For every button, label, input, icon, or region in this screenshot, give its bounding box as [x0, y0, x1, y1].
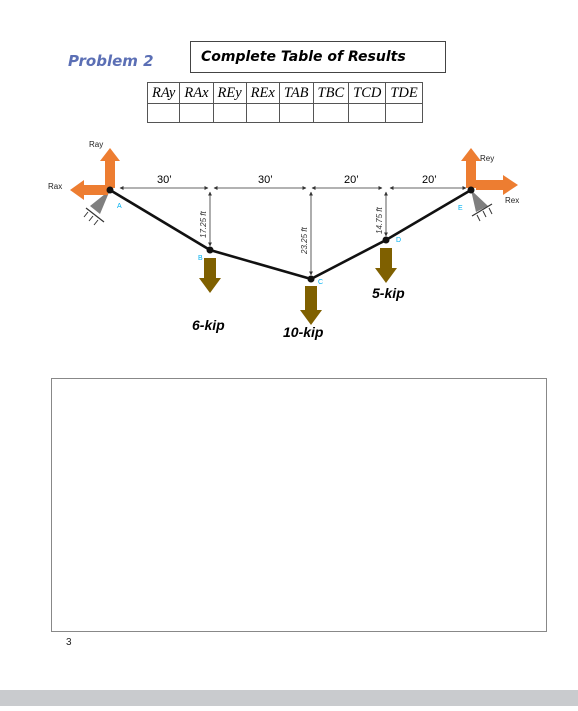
label-rey: Rey	[480, 154, 494, 163]
load-label-b: 6-kip	[192, 317, 225, 333]
span-label-cd: 20’	[344, 174, 359, 186]
load-arrow-d	[375, 248, 397, 283]
value-rey[interactable]	[212, 103, 247, 123]
results-table-title: Complete Table of Results	[190, 41, 446, 73]
height-dimensions	[208, 191, 388, 276]
height-label-b: 17.25 ft	[199, 211, 208, 238]
point-label-d: D	[396, 237, 401, 244]
label-ray: Ray	[89, 140, 103, 149]
value-rax[interactable]	[179, 103, 214, 123]
height-label-c: 23.25 ft	[300, 227, 309, 255]
results-header-row: RAy RAx REy REx TAB TBC TCD TDE	[146, 82, 423, 104]
value-tbc[interactable]	[312, 103, 350, 123]
pin-support-a	[83, 190, 110, 226]
load-label-d: 5-kip	[372, 285, 405, 301]
point-label-a: A	[117, 203, 122, 210]
label-rax: Rax	[48, 182, 62, 191]
height-label-d: 14.75 ft	[375, 207, 384, 234]
load-label-c: 10-kip	[283, 324, 324, 340]
point-label-b: B	[198, 255, 203, 262]
cable-line	[109, 188, 472, 281]
value-tde[interactable]	[385, 103, 423, 123]
reaction-rey-arrow	[461, 148, 481, 188]
problem-label: Problem 2	[68, 52, 154, 70]
header-rey: REy	[212, 82, 247, 104]
header-rex: REx	[245, 82, 280, 104]
header-rax: RAx	[179, 82, 214, 104]
label-rex: Rex	[505, 196, 519, 205]
footer-bar	[0, 690, 578, 711]
span-label-de: 20’	[422, 174, 437, 186]
point-label-e: E	[458, 205, 463, 212]
value-tcd[interactable]	[348, 103, 387, 123]
joint-e	[467, 186, 475, 194]
footer-divider	[0, 706, 578, 711]
cable-diagram: Ray Rax Rey Rex 30’ 30’ 20’ 20’ 17.25 ft…	[48, 140, 519, 340]
page-number: 3	[66, 637, 72, 648]
header-ray: RAy	[146, 82, 181, 104]
load-arrow-b	[199, 258, 221, 293]
value-rex[interactable]	[245, 103, 280, 123]
header-tab: TAB	[278, 82, 314, 104]
answer-work-box[interactable]	[51, 378, 547, 632]
joint-c	[307, 275, 315, 283]
header-tbc: TBC	[312, 82, 350, 104]
joint-b	[206, 246, 214, 254]
point-label-c: C	[318, 279, 323, 286]
span-label-bc: 30’	[258, 174, 273, 186]
value-tab[interactable]	[278, 103, 314, 123]
load-arrow-c	[300, 286, 322, 325]
reaction-rex-arrow	[476, 175, 518, 195]
header-tde: TDE	[385, 82, 423, 104]
reaction-rax-arrow	[70, 180, 108, 200]
joint-d	[382, 236, 390, 244]
pin-support-e	[471, 190, 493, 222]
value-ray[interactable]	[146, 103, 181, 123]
joint-a	[106, 186, 114, 194]
header-tcd: TCD	[348, 82, 387, 104]
reaction-ray-arrow	[100, 148, 120, 188]
results-value-row	[146, 103, 423, 123]
results-table: RAy RAx REy REx TAB TBC TCD TDE	[146, 82, 423, 123]
span-label-ab: 30’	[157, 174, 172, 186]
